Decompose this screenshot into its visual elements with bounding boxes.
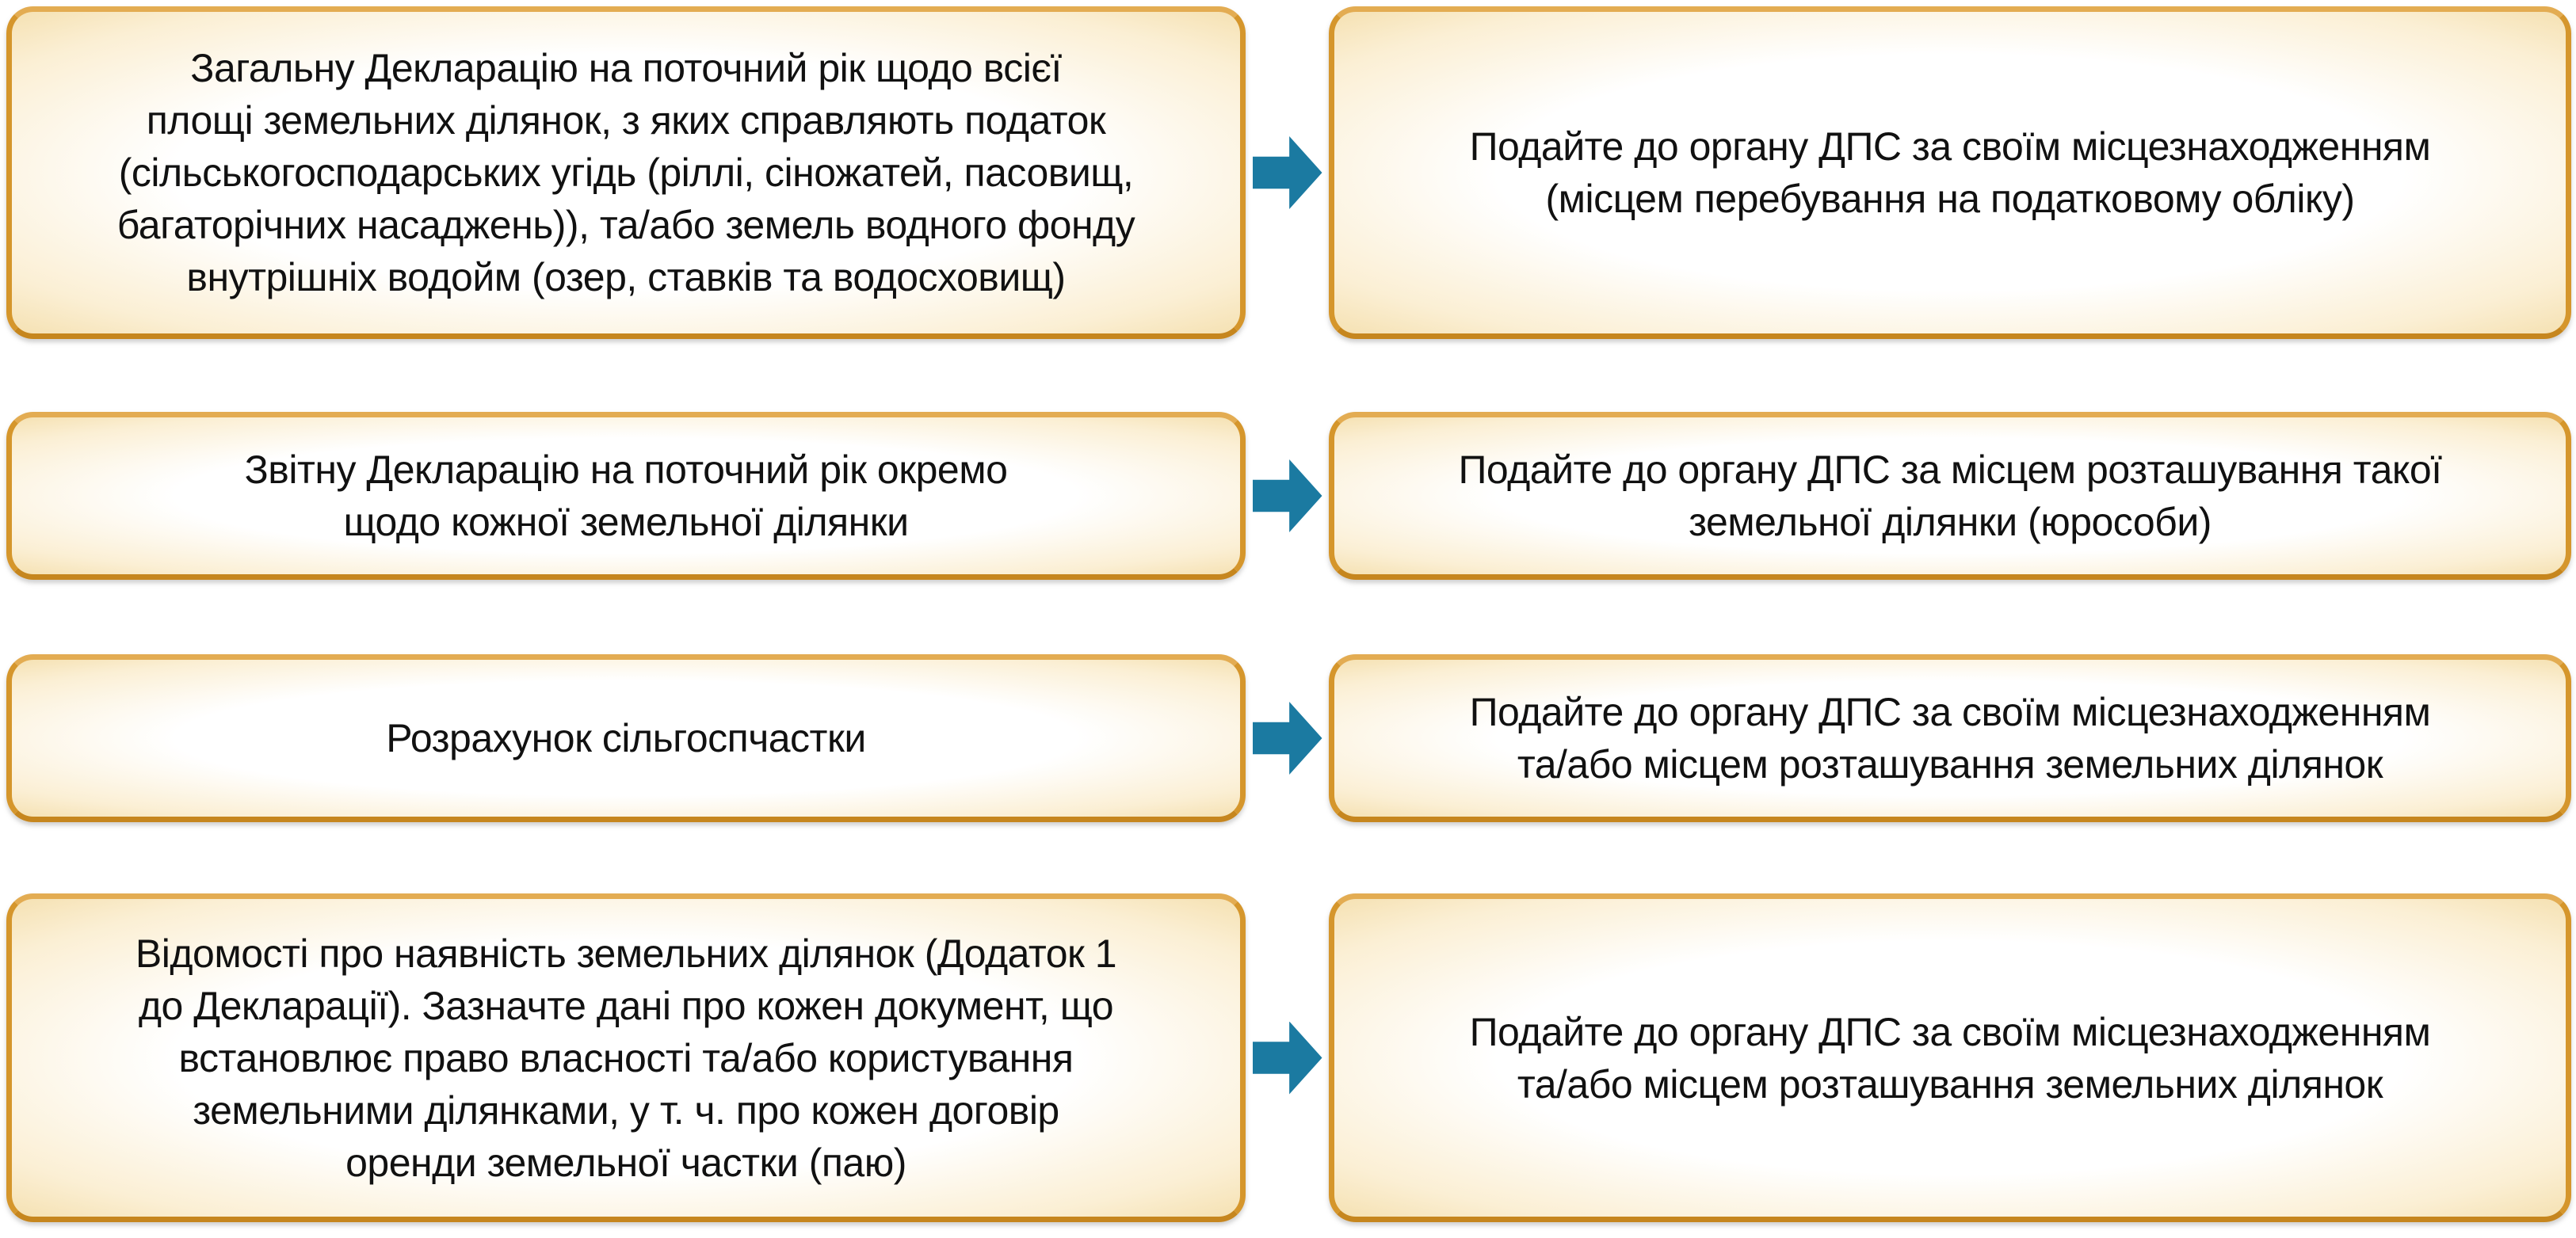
flow-row-1: Загальну Декларацію на поточний рік щодо… bbox=[6, 6, 2571, 339]
flow-step-box-4: Відомості про наявність земельних діляно… bbox=[6, 893, 1246, 1222]
flow-row-2: Звітну Декларацію на поточний рік окремо… bbox=[6, 412, 2571, 580]
flowchart-rows: Загальну Декларацію на поточний рік щодо… bbox=[6, 6, 2571, 1230]
flow-result-box-1: Подайте до органу ДПС за своїм місцезнах… bbox=[1329, 6, 2571, 339]
right-arrow-icon bbox=[1252, 136, 1322, 209]
flow-step-text: Загальну Декларацію на поточний рік щодо… bbox=[116, 46, 1135, 299]
flow-step-text: Відомості про наявність земельних діляно… bbox=[135, 931, 1117, 1185]
arrow-cell bbox=[1246, 412, 1329, 580]
flow-result-text: Подайте до органу ДПС за своїм місцезнах… bbox=[1469, 124, 2431, 221]
right-arrow-icon bbox=[1252, 702, 1322, 775]
right-arrow-icon bbox=[1252, 1021, 1322, 1095]
flow-result-box-3: Подайте до органу ДПС за своїм місцезнах… bbox=[1329, 654, 2571, 822]
flow-row-3: Розрахунок сільгоспчастки Подайте до орг… bbox=[6, 654, 2571, 822]
arrow-cell bbox=[1246, 893, 1329, 1222]
flow-result-text: Подайте до органу ДПС за місцем розташув… bbox=[1458, 448, 2442, 544]
arrow-cell bbox=[1246, 6, 1329, 339]
flow-row-4: Відомості про наявність земельних діляно… bbox=[6, 893, 2571, 1222]
flow-step-text: Звітну Декларацію на поточний рік окремо… bbox=[244, 448, 1008, 544]
flow-step-box-3: Розрахунок сільгоспчастки bbox=[6, 654, 1246, 822]
flow-result-box-2: Подайте до органу ДПС за місцем розташув… bbox=[1329, 412, 2571, 580]
flow-step-text: Розрахунок сільгоспчастки bbox=[386, 716, 866, 760]
flow-step-box-1: Загальну Декларацію на поточний рік щодо… bbox=[6, 6, 1246, 339]
flow-step-box-2: Звітну Декларацію на поточний рік окремо… bbox=[6, 412, 1246, 580]
flow-result-box-4: Подайте до органу ДПС за своїм місцезнах… bbox=[1329, 893, 2571, 1222]
right-arrow-icon bbox=[1252, 459, 1322, 532]
flow-result-text: Подайте до органу ДПС за своїм місцезнах… bbox=[1469, 1009, 2431, 1107]
arrow-cell bbox=[1246, 654, 1329, 822]
flow-result-text: Подайте до органу ДПС за своїм місцезнах… bbox=[1469, 690, 2431, 787]
